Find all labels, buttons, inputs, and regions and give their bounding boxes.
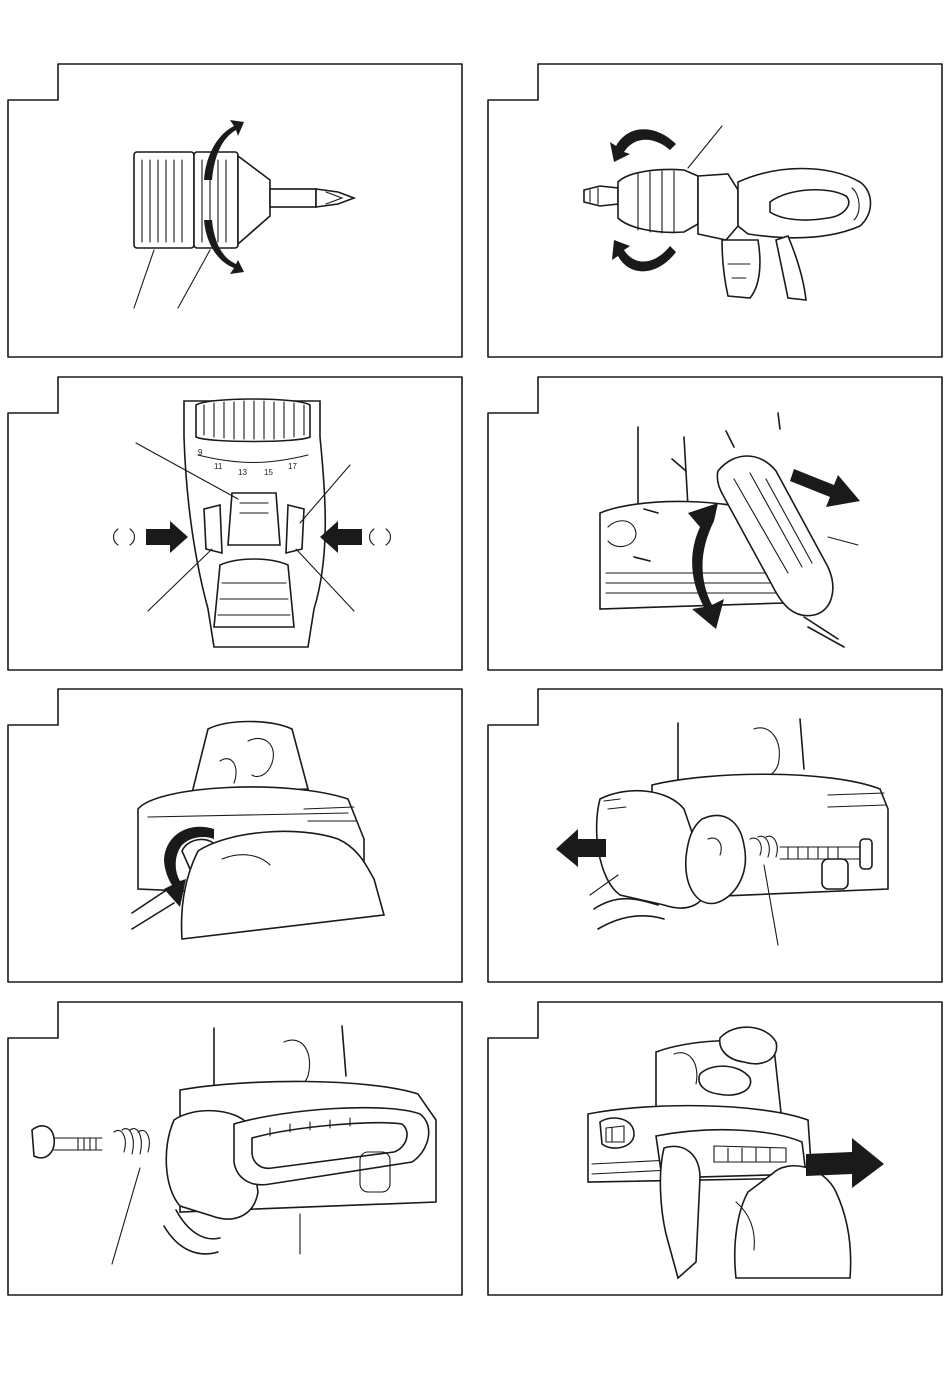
figure-8-bit-removal (488, 1002, 942, 1295)
torque-scale-13: 13 (238, 468, 247, 477)
torque-scale-15: 15 (264, 468, 273, 477)
torque-scale-17: 17 (288, 462, 297, 471)
slide-out-arrow-icon (790, 469, 860, 507)
drill-illustration (488, 64, 942, 357)
grip-illustration (8, 689, 462, 982)
figure-3-reversing-switch: 9 11 13 15 17 (8, 377, 462, 670)
push-right-arrow-icon (146, 521, 188, 553)
figure-4-bit-holder (488, 377, 942, 670)
figure-2-drill-chuck (488, 64, 942, 357)
rotate-bottom-arrow-icon (612, 240, 676, 271)
install-illustration (8, 1002, 462, 1295)
rotate-top-arrow-icon (610, 129, 676, 162)
figure-5-rotating-grip (8, 689, 462, 982)
hook-illustration (488, 689, 942, 982)
chuck-illustration (8, 64, 462, 357)
torque-scale-11: 11 (214, 462, 223, 471)
holder-illustration (488, 377, 942, 670)
bit-removal-illustration (488, 1002, 942, 1295)
torque-scale-9: 9 (198, 448, 203, 457)
push-left-arrow-icon (320, 521, 362, 553)
figure-1-chuck-sleeve (8, 64, 462, 357)
switch-illustration: 9 11 13 15 17 (8, 377, 462, 670)
figure-7-hook-install (8, 1002, 462, 1295)
figure-6-hook-removal (488, 689, 942, 982)
